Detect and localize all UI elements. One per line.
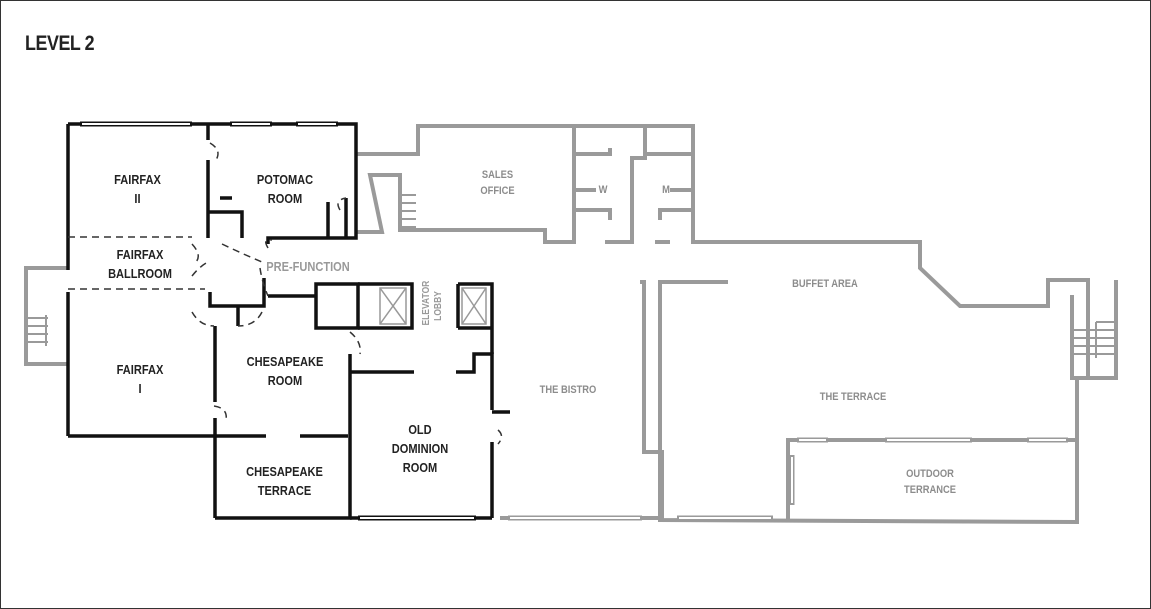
level-title: LEVEL 2: [25, 32, 95, 55]
black-walls: [66, 122, 510, 520]
room-fairfax-ii: FAIRFAX II: [114, 172, 161, 206]
room-fairfax-ballroom: FAIRFAX BALLROOM: [108, 247, 172, 281]
area-buffet: BUFFET AREA: [792, 278, 858, 290]
womens-restroom: W: [598, 184, 608, 196]
elevators: [379, 287, 487, 325]
grey-walls: [24, 124, 1118, 525]
partition-lines: [68, 142, 503, 445]
area-the-terrace: THE TERRACE: [819, 391, 887, 403]
room-chesapeake-terrace: CHESAPEAKE TERRACE: [246, 464, 323, 498]
room-chesapeake: CHESAPEAKE ROOM: [246, 354, 324, 388]
area-the-bistro: THE BISTRO: [539, 384, 597, 396]
room-old-dominion: OLD DOMINION ROOM: [391, 422, 449, 475]
area-pre-function: PRE-FUNCTION: [266, 259, 350, 274]
room-sales-office: SALES OFFICE: [480, 169, 515, 197]
mens-restroom: M: [662, 184, 670, 196]
room-fairfax-i: FAIRFAX I: [116, 362, 164, 396]
area-outdoor-terrance: OUTDOOR TERRANCE: [904, 468, 956, 496]
elevator-lobby: ELEVATOR LOBBY: [421, 280, 444, 326]
room-potomac: POTOMAC ROOM: [256, 172, 314, 206]
